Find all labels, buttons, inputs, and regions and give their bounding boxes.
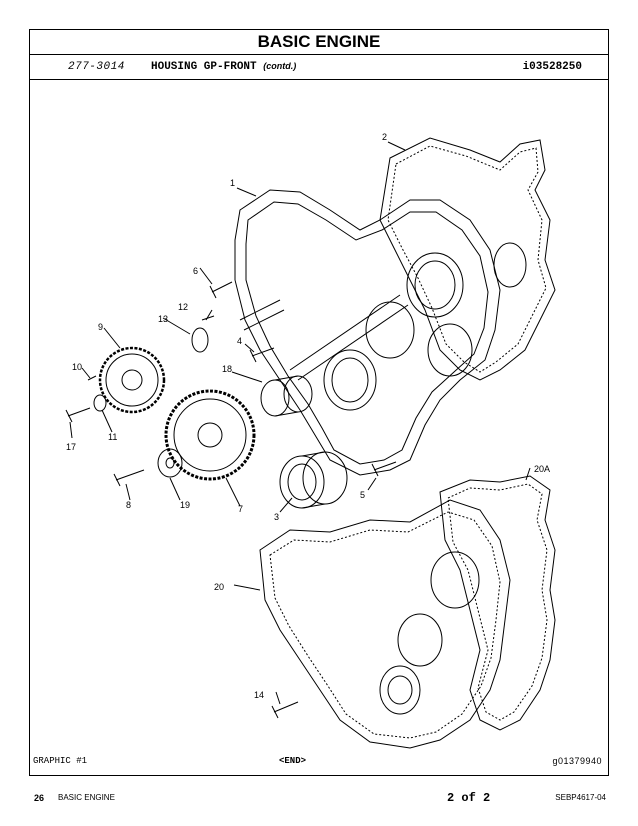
illustration-ref-id: i03528250 [522, 61, 582, 73]
callout-3: 3 [274, 512, 279, 522]
page-footer: 26 BASIC ENGINE 2 of 2 SEBP4617-04 [30, 791, 608, 807]
footer-section: BASIC ENGINE [58, 793, 115, 802]
part-name: HOUSING GP-FRONT [151, 61, 257, 73]
page-frame: BASIC ENGINE 277-3014 HOUSING GP-FRONT (… [29, 29, 609, 776]
key-10 [87, 375, 97, 381]
callout-1: 1 [230, 178, 235, 188]
washer-11 [93, 394, 107, 412]
callout-8: 8 [126, 500, 131, 510]
callout-12: 12 [178, 302, 188, 312]
callout-4: 4 [237, 336, 242, 346]
bolt-6 [209, 281, 233, 299]
graphic-label: GRAPHIC #1 [33, 756, 88, 766]
page-title: BASIC ENGINE [30, 30, 608, 55]
shaft [239, 299, 285, 331]
callout-5: 5 [360, 490, 365, 500]
washer-13 [191, 327, 209, 353]
bolt-17 [65, 407, 91, 423]
page-number: 26 [34, 793, 45, 803]
bolt-8 [113, 469, 145, 487]
end-marker: <END> [279, 756, 307, 766]
part-header: 277-3014 HOUSING GP-FRONT (contd.) i0352… [30, 55, 608, 80]
bolt-14 [271, 701, 299, 719]
callout-2: 2 [382, 132, 387, 142]
front-cover-20 [259, 499, 511, 749]
gasket-20a [439, 475, 556, 731]
callout-10: 10 [72, 362, 82, 372]
callout-11: 11 [108, 432, 117, 442]
bolt-4 [249, 347, 275, 363]
pin-12 [201, 315, 215, 321]
contd-label: (contd.) [263, 61, 297, 71]
callout-20a: 20A [534, 464, 550, 474]
gasket-2-outline [379, 137, 556, 381]
callout-7: 7 [238, 504, 243, 514]
gear-7 [164, 389, 256, 481]
part-number: 277-3014 [68, 61, 125, 73]
bolt-5 [371, 461, 397, 477]
document-id: SEBP4617-04 [555, 793, 606, 802]
callout-19: 19 [180, 500, 190, 510]
callout-6: 6 [193, 266, 198, 276]
gear-9 [98, 346, 166, 414]
callout-9: 9 [98, 322, 103, 332]
callout-17: 17 [66, 442, 76, 452]
callout-20: 20 [214, 582, 224, 592]
callout-14: 14 [254, 690, 264, 700]
washer-19 [157, 448, 183, 478]
callout-13: 13 [158, 314, 168, 324]
callout-18: 18 [222, 364, 232, 374]
front-housing-1 [234, 189, 501, 476]
exploded-parts-drawing: 1 2 3 4 5 6 7 8 9 10 11 12 13 14 15 16 1… [65, 132, 556, 749]
part-name-group: HOUSING GP-FRONT (contd.) [151, 61, 296, 73]
graphic-ref-id: g01379940 [552, 756, 602, 766]
page-of-count: 2 of 2 [447, 791, 491, 805]
